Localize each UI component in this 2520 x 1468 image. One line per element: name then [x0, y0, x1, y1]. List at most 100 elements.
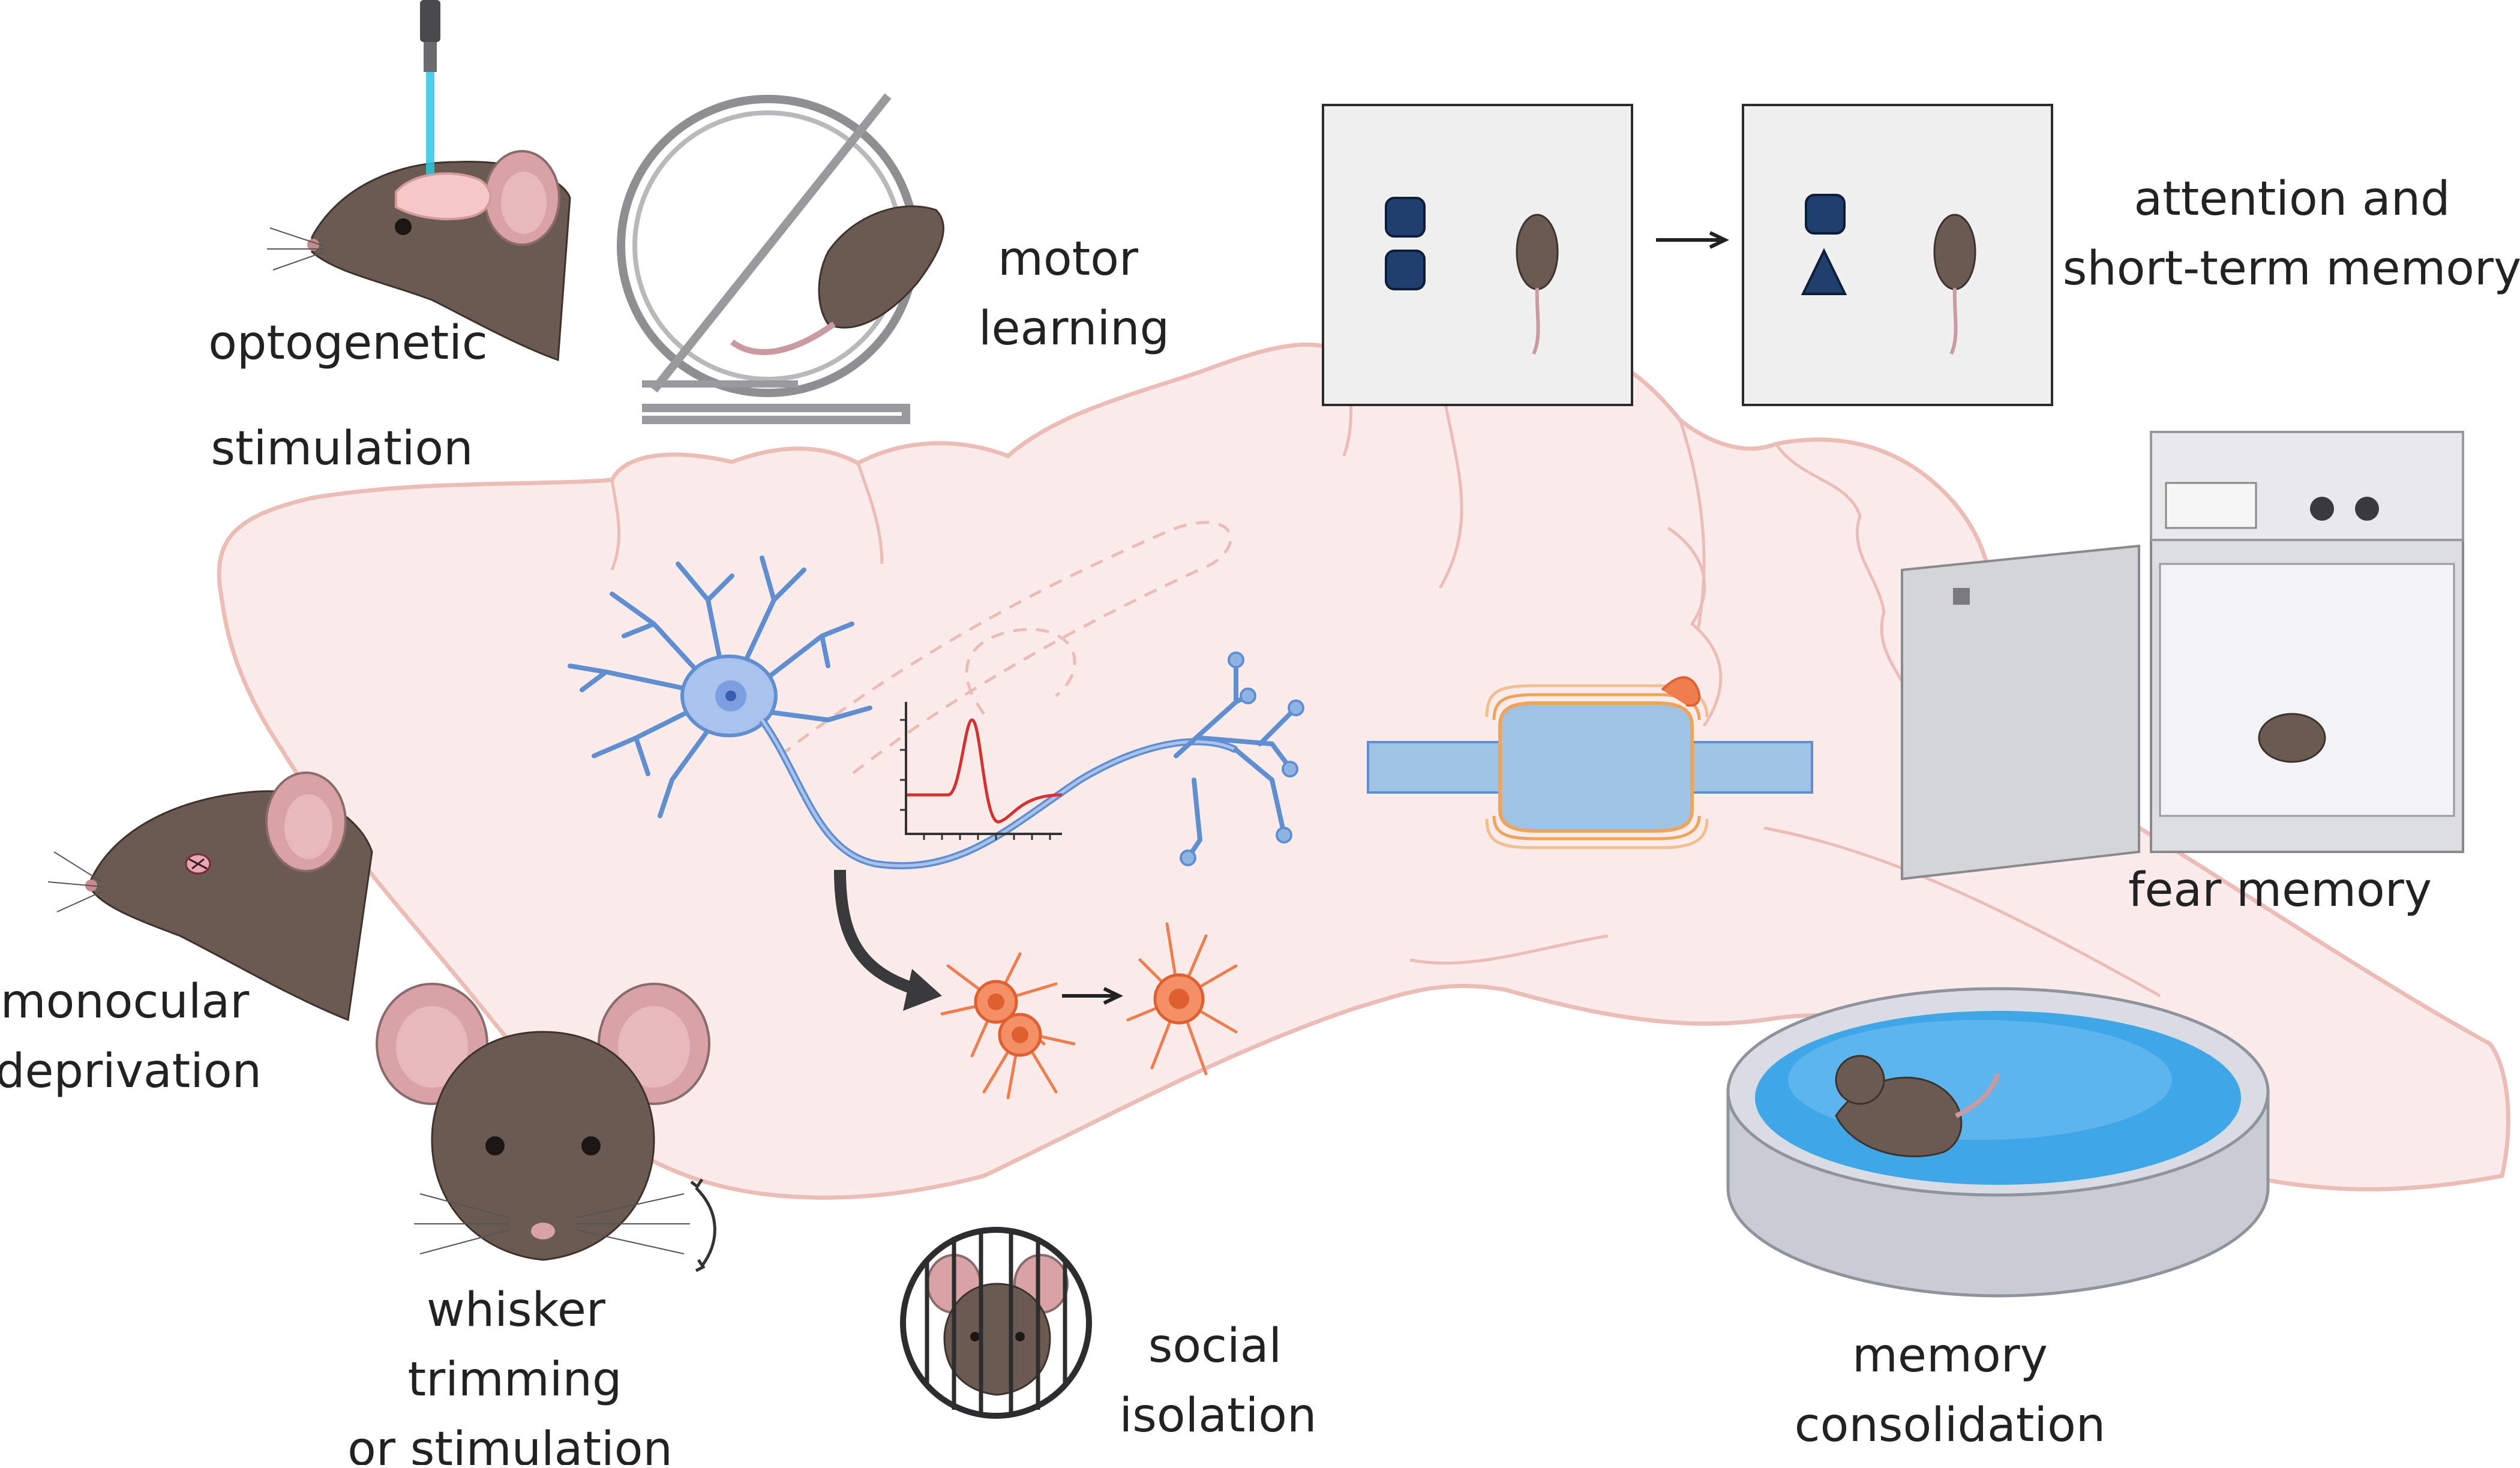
triangle-object-icon: [1801, 248, 1847, 295]
action-potential-trace-icon: [900, 702, 1063, 840]
optic-fiber-icon: [424, 42, 437, 72]
ear-icon: [501, 172, 547, 234]
water-maze-icon: [1726, 987, 2270, 1298]
arena-box: [1742, 104, 2053, 406]
square-object-icon: [1385, 250, 1426, 290]
eye-icon: [970, 1332, 980, 1341]
fear-conditioning-box-icon: [1901, 431, 2464, 881]
myelinated-axon-icon: [1367, 676, 1813, 849]
monocular-mouse: [47, 771, 373, 1022]
hippocampus-dashed: [779, 521, 1232, 775]
eye-icon: [395, 218, 412, 235]
whiskers-icon: [47, 851, 103, 912]
mouse-icon: [1516, 214, 1559, 290]
whiskers-icon: [267, 227, 325, 271]
mouse-icon: [1933, 214, 1976, 290]
arrow-right-icon: [1062, 987, 1123, 1005]
mouse-tail: [1955, 1073, 2000, 1118]
label-optogenetic-line1: optogenetic: [208, 316, 488, 370]
arrow-right-icon: [1656, 231, 1729, 249]
label-attention-line2: short-term memory: [2063, 242, 2520, 296]
cerebellum-fold: [1774, 443, 1922, 721]
light-beam: [426, 72, 434, 174]
curved-arrow-icon: [834, 869, 920, 996]
label-monocular-line2: deprivation: [0, 1044, 262, 1098]
optogenetic-mouse: [267, 0, 571, 362]
brain-silhouette: [217, 332, 2510, 1200]
square-object-icon: [1805, 194, 1846, 235]
mouse-head-icon: [431, 1031, 655, 1261]
trace-ticks: [900, 719, 1051, 840]
door-latch: [1953, 588, 1970, 605]
bouton: [1276, 827, 1292, 843]
glia-nucleus: [988, 993, 1004, 1010]
label-consolidation-line1: memory: [1852, 1329, 2048, 1383]
bouton: [1288, 700, 1304, 716]
trace-axes: [905, 702, 1062, 835]
bouton: [1240, 688, 1256, 704]
myelin-sheath: [1498, 701, 1694, 833]
brain-sagittal-outline: [217, 332, 2510, 1200]
bouton: [1180, 849, 1196, 866]
box-door: [1901, 544, 2140, 881]
ear-icon: [618, 1006, 690, 1088]
novel-object-panel-before: [1322, 104, 1633, 406]
knob-icon: [2355, 497, 2379, 521]
mouse-icon: [2258, 713, 2326, 763]
label-optogenetic-line2: stimulation: [211, 422, 473, 476]
novel-object-panel-after: [1742, 104, 2053, 406]
label-attention-line1: attention and: [2134, 172, 2450, 226]
label-whisker-line3: or stimulation: [347, 1422, 673, 1465]
mouse-tail: [730, 321, 836, 355]
glia-nucleus: [1169, 989, 1189, 1009]
midline-curve: [1409, 934, 1609, 965]
cerebellum-fold: [1667, 526, 1723, 727]
label-motor-line1: motor: [998, 232, 1139, 286]
label-consolidation-line2: consolidation: [1795, 1398, 2105, 1452]
dendrite: [568, 556, 872, 818]
nose-icon: [531, 1223, 555, 1239]
neuron-icon: [568, 556, 1304, 870]
eye-icon: [1015, 1332, 1025, 1341]
brain-sulcus: [856, 463, 884, 565]
oligodendrocyte-icon: [940, 952, 1076, 1100]
wheel-stand: [642, 93, 910, 424]
optic-fiber-icon: [420, 0, 440, 42]
knob-icon: [2310, 497, 2334, 521]
label-fear: fear memory: [2128, 863, 2432, 917]
label-whisker-line1: whisker: [427, 1283, 606, 1337]
label-monocular-line1: monocular: [1, 975, 250, 1029]
whisker-motion-icon: [690, 1178, 706, 1272]
running-wheel-icon: [617, 93, 944, 424]
nucleolus: [725, 691, 736, 701]
axon: [760, 719, 1237, 867]
whiskers-icon: [414, 1193, 690, 1254]
mouse-face-icon: [376, 983, 716, 1272]
bouton: [1228, 652, 1244, 668]
brain-sulcus: [610, 479, 620, 571]
ear-icon: [284, 794, 332, 859]
chamber-interior: [2159, 563, 2455, 817]
brainstem-line: [1763, 826, 2161, 998]
bouton: [1282, 761, 1298, 777]
exposed-brain-icon: [395, 172, 492, 221]
ventricle-dashed: [965, 628, 1076, 715]
arrow-head: [903, 969, 942, 1011]
square-object-icon: [1385, 197, 1426, 238]
label-whisker-line2: trimming: [408, 1353, 622, 1407]
myelin-sheath: [1492, 693, 1701, 840]
control-panel: [2165, 482, 2257, 529]
mouse-face-icon: [943, 1283, 1051, 1396]
label-social-line1: social: [1148, 1319, 1282, 1373]
eye-suture-icon: [188, 858, 208, 870]
ear-icon: [396, 1006, 468, 1088]
whisker-motion-icon: [695, 1187, 716, 1267]
label-social-line2: isolation: [1120, 1389, 1317, 1443]
glia-nucleus: [1012, 1026, 1028, 1043]
glia-process: [1126, 922, 1238, 1076]
social-isolation-icon: [900, 1227, 1092, 1419]
myelin-sheath: [1485, 684, 1709, 849]
mouse-icon: [818, 205, 944, 329]
